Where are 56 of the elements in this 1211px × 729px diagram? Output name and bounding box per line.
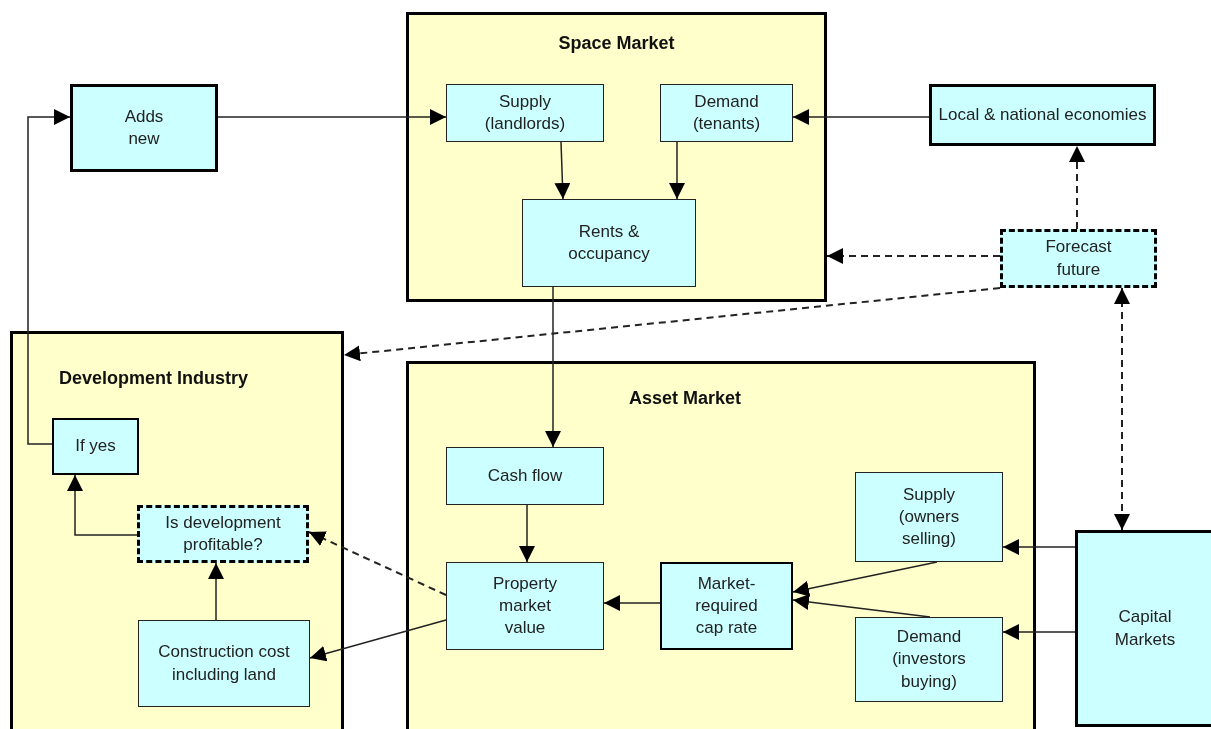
market-panel (406, 12, 827, 302)
arrow (826, 248, 1001, 264)
arrow (1069, 145, 1085, 230)
box-label: Supply (landlords) (483, 90, 567, 135)
arrow (1114, 287, 1130, 531)
process-box (52, 418, 139, 475)
box-label: Cash flow (487, 464, 563, 487)
panel-title: Development Industry (59, 368, 249, 389)
arrow (545, 286, 561, 448)
process-box (929, 84, 1156, 146)
process-box (446, 562, 604, 650)
process-box (70, 84, 218, 172)
box-label: Is development profitable? (164, 511, 282, 556)
box-label: Supply (owners selling) (897, 483, 961, 551)
arrow (792, 109, 930, 125)
box-label: If yes (75, 435, 116, 458)
process-box (660, 562, 793, 650)
box-label: Capital Markets (1113, 606, 1177, 651)
arrow (792, 594, 931, 618)
arrow (792, 561, 938, 597)
arrow (519, 504, 535, 563)
process-box (660, 84, 793, 142)
box-label: Local & national economies (938, 103, 1147, 126)
dashed-box (1000, 229, 1157, 288)
process-box (855, 472, 1003, 562)
process-box (138, 620, 310, 707)
arrow (343, 287, 1001, 362)
box-label: Rents & occupancy (567, 220, 651, 265)
box-label: Demand (investors buying) (891, 626, 967, 693)
arrow (308, 531, 447, 596)
market-panel (10, 331, 344, 729)
arrow (208, 562, 224, 621)
process-box (855, 617, 1003, 702)
arrow (1002, 624, 1076, 640)
box-label: Demand (tenants) (691, 90, 762, 135)
process-box (522, 199, 696, 287)
process-box (1075, 530, 1211, 727)
process-box (446, 447, 604, 505)
arrow (67, 474, 138, 536)
panel-title: Space Market (558, 33, 675, 54)
arrow (309, 619, 447, 662)
arrow (27, 109, 71, 445)
box-label: Property market value (491, 572, 559, 640)
box-label: Forecast future (1044, 236, 1113, 281)
box-label: Adds new (123, 105, 165, 150)
panel-title: Asset Market (629, 388, 742, 409)
arrow (217, 109, 447, 125)
arrow (554, 141, 571, 200)
market-panel (406, 361, 1036, 729)
dashed-box (137, 505, 309, 563)
arrow (603, 595, 661, 611)
box-label: Market-required cap rate (694, 572, 759, 640)
box-label: Construction cost including land (157, 641, 291, 686)
process-box (446, 84, 604, 142)
arrow (1002, 539, 1076, 555)
arrow (669, 141, 685, 200)
